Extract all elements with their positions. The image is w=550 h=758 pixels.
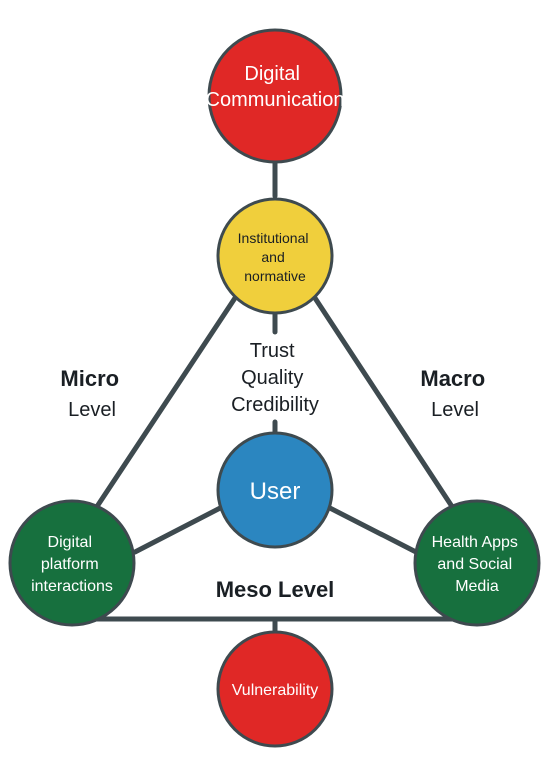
user-node: User [216,431,334,549]
center-qualities-label: Trust Quality Credibility [231,340,319,416]
institutional-label: Institutional and normative [238,230,313,284]
line-institutional-to-digital-platform [95,292,240,508]
line-user-to-health-apps [321,502,419,555]
digital-platform-circle [8,499,136,627]
meso-level-label: Meso Level [216,577,335,602]
digital-platform-node: Digital platform interactions [8,499,136,627]
line-institutional-to-health-apps [310,292,454,508]
macro-level-label: Macro Level [420,366,489,421]
user-circle [216,431,334,549]
line-user-to-digital-platform [132,502,229,555]
digital-communication-circle [207,28,343,164]
micro-level-label: Micro Level [60,366,123,421]
vulnerability-label: Vulnerability [232,682,319,699]
user-label: User [250,478,301,505]
health-apps-circle [413,499,541,627]
connector-lines [65,157,485,637]
health-apps-node: Health Apps and Social Media [413,499,541,627]
digital-communication-node: Digital Communication [206,28,345,164]
vulnerability-node: Vulnerability [216,630,334,748]
institutional-circle [216,197,334,315]
vulnerability-circle [216,630,334,748]
health-apps-label: Health Apps and Social Media [432,534,523,595]
digital-communication-label: Digital Communication [206,63,345,111]
digital-platform-label: Digital platform interactions [31,534,113,595]
institutional-node: Institutional and normative [216,197,334,315]
